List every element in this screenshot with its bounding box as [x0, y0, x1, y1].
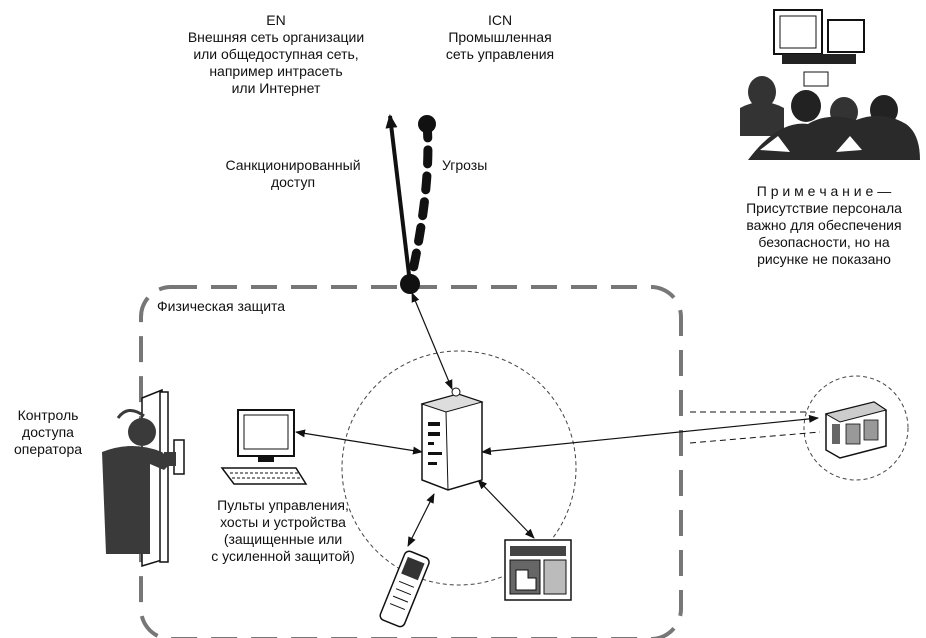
network-zone-circle [341, 350, 577, 586]
workstation-icon [220, 409, 308, 485]
authorized-access-line: доступ [270, 174, 316, 190]
consoles-label: Пульты управления, хосты и устройства (з… [196, 497, 370, 565]
consoles-line: хосты и устройства [220, 514, 346, 530]
icn-line: Промышленная [448, 29, 552, 45]
en-line: например интрасеть [209, 63, 343, 79]
authorized-access-arrow [385, 114, 412, 284]
physical-protection-label: Физическая защита [157, 298, 286, 314]
threats-label: Угрозы [442, 157, 488, 173]
note-line: рисунке не показано [757, 251, 891, 267]
note-title: П р и м е ч а н и е — [756, 183, 892, 199]
consoles-line: Пульты управления, [217, 497, 349, 513]
server-controller-link [477, 479, 535, 539]
authorized-access-line: Санкционированный [225, 157, 361, 173]
remote-dashed-line-lower [689, 431, 821, 444]
operator-access-line: оператора [13, 441, 83, 457]
en-line: или Интернет [231, 80, 321, 96]
handheld-device-icon [379, 550, 430, 628]
note-block: П р и м е ч а н и е — Присутствие персон… [722, 183, 926, 268]
controller-icon [504, 539, 572, 601]
note-line: безопасности, но на [758, 234, 890, 250]
en-line: Внешняя сеть организации [187, 29, 365, 45]
server-workstation-link [295, 429, 423, 455]
icn-line: сеть управления [445, 46, 555, 62]
operator-access-label: Контроль доступа оператора [0, 407, 96, 458]
personnel-icon [740, 9, 920, 160]
threat-origin [418, 115, 436, 133]
consoles-line: (защищенные или [223, 531, 343, 547]
threats-path [405, 119, 433, 289]
operator-figure-icon [102, 388, 185, 568]
icn-code: ICN [487, 12, 513, 28]
en-label: EN Внешняя сеть организации или общедост… [168, 12, 384, 97]
en-line: или общедоступная сеть, [193, 46, 359, 62]
icn-label: ICN Промышленная сеть управления [420, 12, 580, 63]
server-remote-link [481, 414, 819, 456]
operator-access-line: доступа [22, 424, 74, 440]
gateway-point [400, 274, 420, 294]
en-code: EN [266, 12, 286, 28]
note-line: важно для обеспечения [746, 217, 902, 233]
server-icon [420, 387, 484, 491]
server-handheld-link [407, 493, 435, 547]
operator-access-line: Контроль [17, 407, 79, 423]
authorized-access-label: Санкционированный доступ [205, 157, 381, 191]
note-line: Присутствие персонала [746, 200, 902, 216]
consoles-line: с усиленной защитой) [211, 548, 355, 564]
remote-device-icon [824, 401, 888, 459]
gateway-server-link [411, 292, 453, 390]
